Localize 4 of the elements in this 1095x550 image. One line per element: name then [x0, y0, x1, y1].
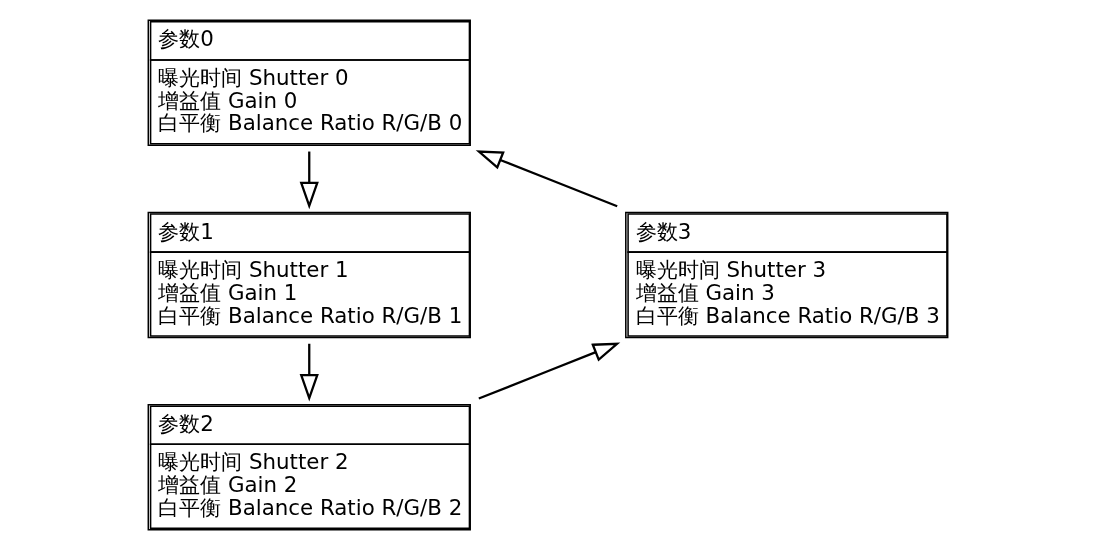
arrow — [475, 150, 618, 208]
arrow — [477, 342, 620, 400]
arrow — [299, 343, 319, 402]
arrow — [299, 151, 319, 210]
